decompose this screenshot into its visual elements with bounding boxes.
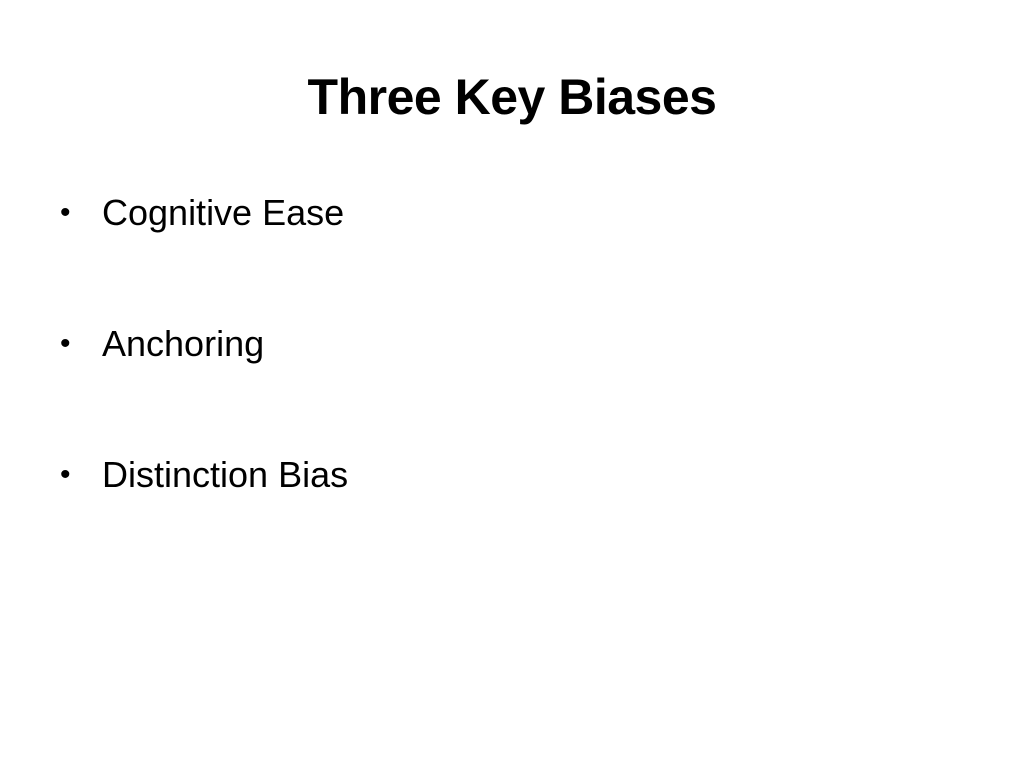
bullet-list: • Cognitive Ease • Anchoring • Distincti… [58,188,348,581]
bullet-marker: • [60,327,71,360]
bullet-text: Anchoring [102,323,265,364]
bullet-text: Distinction Bias [102,454,349,495]
bullet-marker: • [60,458,71,491]
bullet-item-distinction-bias: • Distinction Bias [58,450,348,581]
slide-title: Three Key Biases [307,69,717,125]
bullet-text: Cognitive Ease [102,192,345,233]
bullet-item-cognitive-ease: • Cognitive Ease [58,188,348,319]
bullet-item-anchoring: • Anchoring [58,319,348,450]
bullet-marker: • [60,196,71,229]
